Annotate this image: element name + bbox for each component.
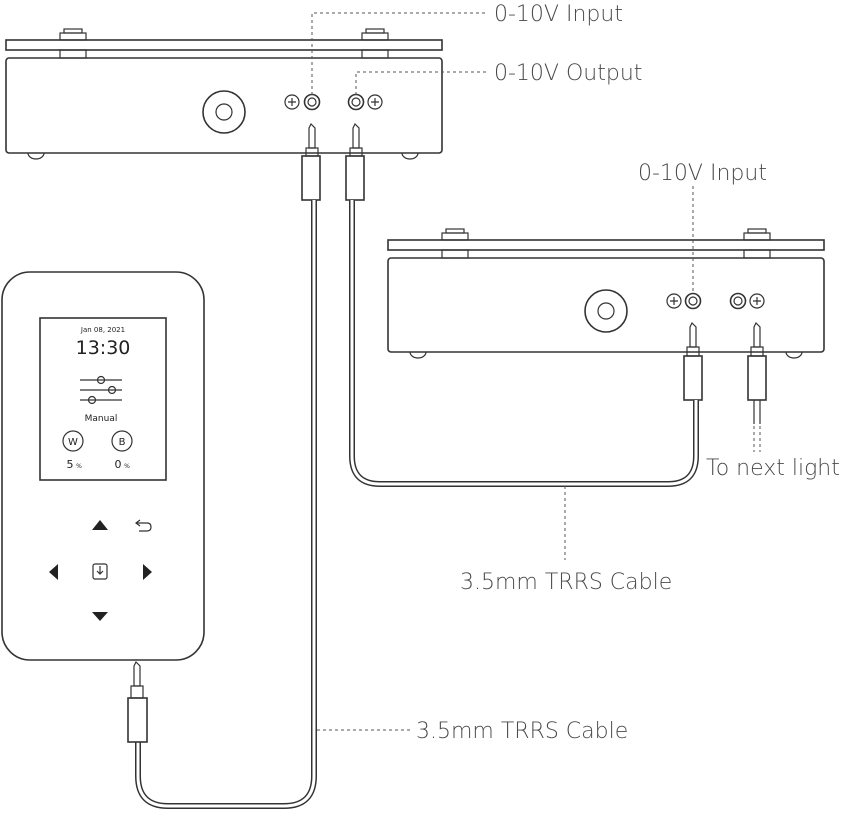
second-light-fixture [387,228,825,359]
channel-b-value: 0 [115,458,122,471]
second-light-knob [584,289,628,333]
channel-b: B 0 % [111,430,133,471]
top-light-fixture [5,28,443,160]
controller-device: Jan 08, 2021 13:30 Manual W 5 % B 0 % [1,271,205,661]
channel-b-unit: % [124,463,130,470]
top-input-plug [301,122,321,201]
label-top-input: 0-10V Input [494,2,623,27]
screen-mode: Manual [85,414,118,424]
back-icon[interactable] [135,519,152,532]
label-next-light: To next light [706,456,840,481]
power-icon[interactable] [92,563,108,580]
second-output-port [729,292,765,310]
next-light-stub [753,400,761,452]
right-arrow-icon[interactable] [143,564,152,580]
up-arrow-icon[interactable] [92,520,108,530]
cable-controller-to-light [135,200,317,809]
screen-date: Jan 08, 2021 [80,326,125,334]
label-cable-right: 3.5mm TRRS Cable [460,570,672,595]
top-output-plug [345,122,365,201]
channel-w-value: 5 [67,458,74,471]
second-output-plug [747,321,767,401]
controller-plug [127,660,148,743]
sliders-icon [80,375,122,405]
channel-w-letter: W [68,437,78,448]
leader-top-output [355,71,488,95]
second-input-plug [683,321,703,401]
top-light-knob [202,90,246,134]
top-output-port [347,93,383,111]
channel-b-letter: B [119,437,126,448]
label-cable-bottom: 3.5mm TRRS Cable [416,719,628,744]
top-input-port [284,93,321,111]
cable-light-to-light [349,200,699,487]
leader-top-input [311,12,488,95]
controller-screen [39,317,167,481]
channel-w-unit: % [76,463,82,470]
label-second-input: 0-10V Input [638,161,767,186]
down-arrow-icon[interactable] [92,612,108,621]
second-input-port [666,292,702,310]
channel-w: W 5 % [62,430,84,471]
screen-time: 13:30 [76,337,131,359]
label-top-output: 0-10V Output [494,61,642,86]
left-arrow-icon[interactable] [49,564,58,580]
